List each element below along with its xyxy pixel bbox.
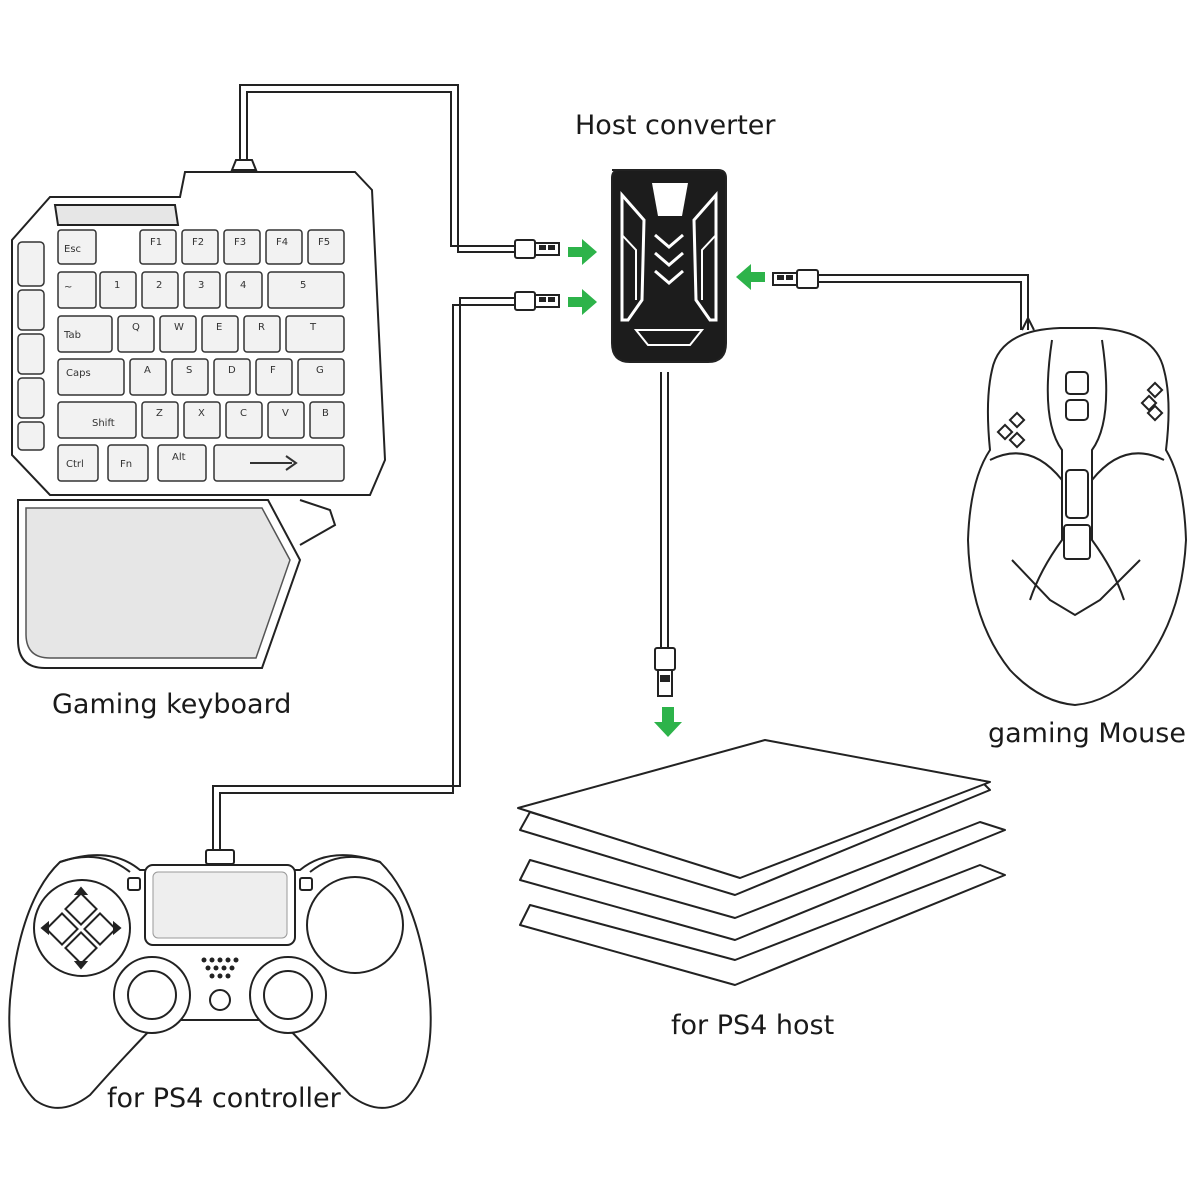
mouse-cable: [818, 274, 1029, 330]
keyboard-legends: Esc F1 F2 F3 F4 F5 ~ 1 2 3 4 5 Tab Q W E…: [63, 237, 330, 470]
host-converter-label: Host converter: [575, 110, 776, 141]
key-r: R: [258, 322, 265, 333]
key-x: X: [198, 408, 205, 419]
key-s: S: [186, 365, 192, 376]
key-5: 5: [300, 280, 306, 291]
key-d: D: [228, 365, 236, 376]
key-esc: Esc: [64, 244, 81, 255]
host-converter-device: [611, 169, 727, 363]
key-f1: F1: [150, 237, 162, 248]
arrow-right-icon: [568, 289, 597, 315]
controller-speaker-icon: [201, 957, 239, 979]
key-f: F: [270, 365, 276, 376]
ps4-host-label: for PS4 host: [671, 1010, 835, 1041]
gaming-mouse-device: [966, 315, 1188, 707]
arrow-down-icon: [654, 707, 682, 737]
gaming-keyboard-label: Gaming keyboard: [52, 689, 292, 720]
key-shift: Shift: [92, 418, 115, 429]
key-z: Z: [156, 408, 163, 419]
keyboard-cable: [239, 84, 515, 253]
arrows: [568, 239, 765, 737]
key-t: T: [309, 322, 317, 333]
controller-cable: [212, 297, 515, 850]
space-arrow-icon: [250, 455, 298, 471]
arrow-right-icon: [568, 239, 597, 265]
ps4-controller-device: [8, 849, 432, 1109]
key-tab: Tab: [63, 330, 81, 341]
arrow-left-icon: [736, 264, 765, 290]
key-e: E: [216, 322, 222, 333]
key-f2: F2: [192, 237, 204, 248]
key-alt: Alt: [172, 452, 186, 463]
usb-plug-host: [654, 647, 676, 697]
ps4-controller-label: for PS4 controller: [107, 1083, 341, 1114]
key-caps: Caps: [66, 368, 91, 379]
key-b: B: [322, 408, 329, 419]
key-c: C: [240, 408, 247, 419]
key-1: 1: [114, 280, 120, 291]
key-4: 4: [240, 280, 246, 291]
key-g: G: [316, 365, 324, 376]
key-ctrl: Ctrl: [66, 459, 84, 470]
key-v: V: [282, 408, 289, 419]
gaming-mouse-label: gaming Mouse: [988, 718, 1186, 749]
key-fn: Fn: [120, 459, 132, 470]
keyboard-side-keys: [17, 241, 45, 451]
key-a: A: [144, 365, 151, 376]
usb-plug-keyboard: [514, 239, 560, 259]
mouse-side-buttons: [996, 381, 1164, 449]
key-f4: F4: [276, 237, 288, 248]
ps4-host-device: [517, 739, 1006, 986]
key-q: Q: [132, 322, 140, 333]
key-f5: F5: [318, 237, 330, 248]
cables: [212, 84, 1029, 850]
key-f3: F3: [234, 237, 246, 248]
key-tilde: ~: [64, 282, 72, 293]
key-w: W: [174, 322, 184, 333]
usb-plug-mouse: [772, 269, 819, 289]
key-3: 3: [198, 280, 204, 291]
controller-dpad-icon: [40, 886, 122, 970]
key-2: 2: [156, 280, 162, 291]
usb-plug-controller: [514, 291, 560, 311]
